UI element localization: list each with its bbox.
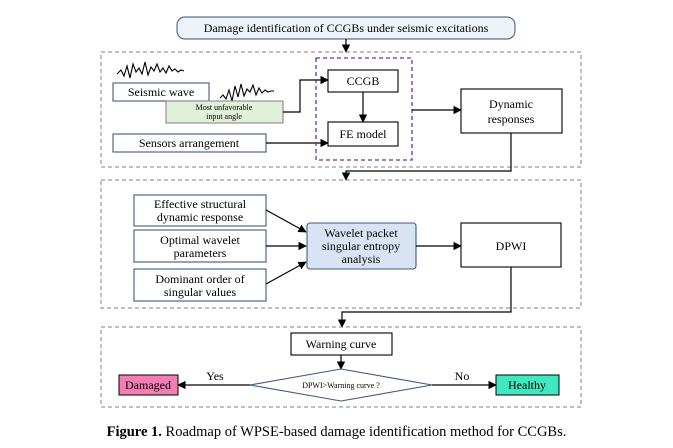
decision-diamond — [249, 368, 433, 402]
ccgb-label: CCGB — [347, 74, 380, 88]
optimal-wavelet-label-1: Optimal wavelet — [160, 233, 240, 247]
healthy-label: Healthy — [508, 378, 546, 392]
arrow-section2-to-section3 — [337, 267, 512, 328]
arrow-seismic-to-ccgb — [283, 75, 329, 113]
wpse-analysis-label-1: Wavelet packet — [324, 226, 398, 240]
section3-container — [100, 326, 582, 408]
dominant-order-label-2: singular values — [164, 285, 237, 299]
damaged-box — [118, 374, 179, 396]
arrow-section1-to-section2 — [341, 133, 512, 181]
yes-label: Yes — [206, 369, 224, 383]
arrow-dominant-to-wpse — [265, 261, 307, 285]
dpwi-label: DPWI — [496, 239, 527, 253]
title-text: Damage identification of CCGBs under sei… — [204, 21, 489, 35]
effective-response-label-2: dynamic response — [157, 210, 243, 224]
dominant-order-label-1: Dominant order of — [155, 272, 244, 286]
effective-response-label-1: Effective structural — [154, 197, 247, 211]
ccgb-fe-container — [315, 57, 413, 161]
fe-model-label: FE model — [340, 127, 388, 141]
figure-caption: Figure 1. Roadmap of WPSE-based damage i… — [0, 424, 673, 441]
input-angle-label-2: input angle — [206, 112, 242, 121]
caption-text: Roadmap of WPSE-based damage identificat… — [161, 424, 567, 440]
caption-label: Figure 1. — [106, 424, 162, 440]
sensors-label: Sensors arrangement — [139, 136, 240, 150]
seismic-wave-box — [112, 82, 210, 102]
wpse-analysis-label-2: singular entropy — [322, 239, 400, 253]
optimal-wavelet-label-2: parameters — [174, 246, 227, 260]
seismic-wave-icon — [116, 61, 185, 79]
dynamic-responses-label-1: Dynamic — [489, 97, 533, 111]
fe-model-box — [327, 121, 399, 147]
warning-curve-label: Warning curve — [306, 337, 377, 351]
arrow-effective-to-wpse — [265, 209, 307, 233]
input-wave-icon — [219, 83, 274, 102]
seismic-wave-label: Seismic wave — [128, 85, 194, 99]
no-label: No — [455, 369, 470, 383]
section1-container — [100, 51, 582, 168]
dominant-order-box — [133, 268, 267, 302]
section2-container — [100, 179, 582, 309]
damaged-label: Damaged — [125, 378, 171, 392]
healthy-box — [495, 374, 560, 396]
input-angle-label-1: Most unfavorable — [196, 103, 253, 112]
dpwi-box — [460, 222, 562, 268]
dynamic-responses-label-2: responses — [488, 112, 535, 126]
dynamic-responses-box — [460, 88, 563, 134]
decision-label: DPWI>Warning curve ? — [302, 381, 380, 390]
wpse-analysis-label-3: analysis — [342, 252, 381, 266]
